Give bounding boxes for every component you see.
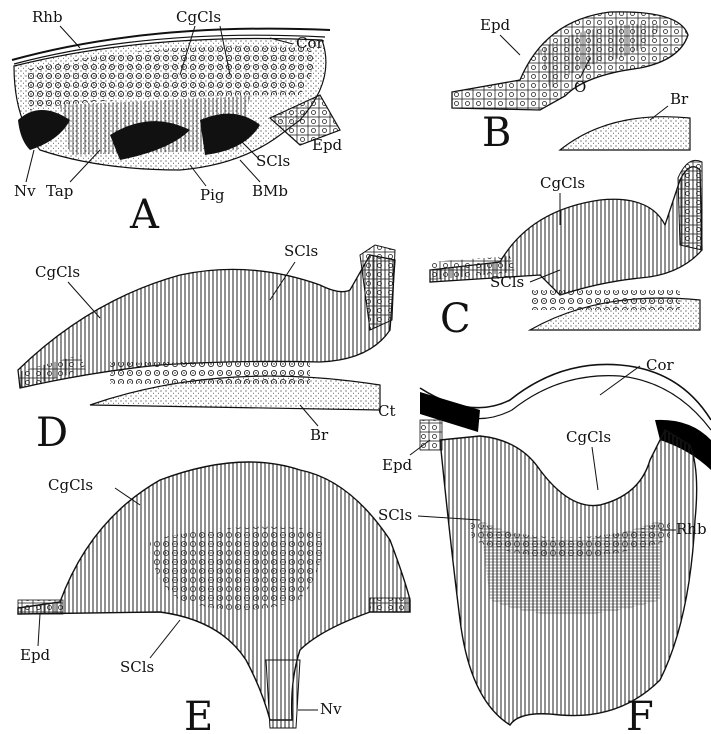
panel-f-letter: F [626, 694, 654, 734]
panel-e: CgCls Epd SCls Nv E [18, 462, 410, 734]
label-a-cor: Cor [296, 34, 325, 52]
label-f-epd: Epd [382, 456, 413, 474]
label-b-epd: Epd [480, 16, 511, 34]
panel-c-sensory-cells [530, 290, 680, 310]
panel-c: CgCls SCls C [430, 160, 702, 342]
label-b-o: O [574, 78, 586, 96]
panel-f: Cor Ct Epd CgCls SCls Rhb F [378, 356, 711, 734]
label-a-cgcls: CgCls [176, 8, 221, 26]
panel-c-letter: C [440, 296, 471, 342]
panel-d: CgCls SCls Br D [18, 242, 395, 456]
label-e-nv: Nv [320, 700, 342, 718]
label-a-tap: Tap [46, 182, 73, 200]
label-b-br: Br [670, 90, 689, 108]
panel-e-epd-right [370, 598, 410, 612]
label-a-scls: SCls [256, 152, 290, 170]
panel-d-letter: D [36, 410, 68, 456]
panel-b-letter: B [482, 110, 511, 156]
label-d-cgcls: CgCls [35, 263, 80, 281]
label-d-scls: SCls [284, 242, 318, 260]
panel-b: Epd O Br B [452, 12, 690, 156]
label-a-epd: Epd [312, 136, 343, 154]
label-a-pig: Pig [200, 186, 225, 204]
panel-b-brain [560, 117, 690, 150]
label-a-rhb: Rhb [32, 8, 63, 26]
label-f-rhb: Rhb [676, 520, 707, 538]
panel-d-sensory-cells [110, 362, 310, 384]
label-a-nv: Nv [14, 182, 36, 200]
label-e-scls: SCls [120, 658, 154, 676]
panel-a-letter: A [129, 192, 160, 238]
label-f-cor: Cor [646, 356, 675, 374]
label-e-cgcls: CgCls [48, 476, 93, 494]
label-a-bmb: BMb [252, 182, 288, 200]
label-e-epd: Epd [20, 646, 51, 664]
label-c-cgcls: CgCls [540, 174, 585, 192]
panel-e-epd-left [18, 600, 63, 614]
label-c-scls: SCls [490, 273, 524, 291]
panel-c-stalk [678, 160, 702, 250]
label-d-br: Br [310, 426, 329, 444]
label-f-scls: SCls [378, 506, 412, 524]
panel-e-nerve [266, 660, 300, 728]
panel-a: Rhb CgCls Cor Epd SCls Nv Tap Pig BMb A [12, 8, 343, 238]
label-f-cgcls: CgCls [566, 428, 611, 446]
label-f-ct: Ct [378, 402, 396, 420]
panel-e-letter: E [184, 694, 213, 734]
